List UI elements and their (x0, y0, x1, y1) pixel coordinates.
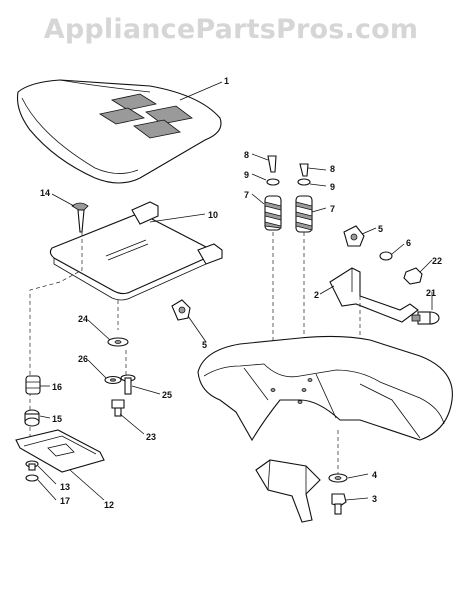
seat-cushion[interactable] (16, 79, 222, 184)
bolt-8-left[interactable] (267, 155, 277, 173)
washer-24[interactable] (107, 337, 129, 347)
callout-8-left: 8 (244, 150, 249, 160)
callout-13: 13 (60, 482, 70, 492)
callout-3: 3 (372, 494, 377, 504)
watermark-text: AppliancePartsPros.com (43, 14, 419, 45)
callout-5-right: 5 (378, 224, 383, 234)
washer-9-right[interactable] (297, 178, 311, 186)
callout-26: 26 (78, 354, 88, 364)
spacer-15[interactable] (24, 409, 40, 427)
spring-7-right[interactable] (295, 195, 313, 233)
callout-15: 15 (52, 414, 62, 424)
washer-4[interactable] (328, 473, 348, 483)
callout-9-right: 9 (330, 182, 335, 192)
adjust-knob-5-right[interactable] (343, 225, 365, 247)
callout-25: 25 (162, 390, 172, 400)
callout-9-left: 9 (244, 170, 249, 180)
callout-16: 16 (52, 382, 62, 392)
callout-1: 1 (224, 76, 229, 86)
callout-24: 24 (78, 314, 88, 324)
bolt-23[interactable] (111, 399, 125, 417)
fastener-13[interactable] (25, 460, 39, 471)
support-bracket (255, 459, 321, 523)
fender-chassis (197, 335, 453, 442)
callout-23: 23 (146, 432, 156, 442)
washer-26[interactable] (104, 375, 122, 385)
callout-21: 21 (426, 288, 436, 298)
callout-4: 4 (372, 470, 377, 480)
nut-22[interactable] (403, 267, 423, 285)
callout-2: 2 (314, 290, 319, 300)
bolt-8-right[interactable] (299, 163, 309, 177)
bolt-25[interactable] (120, 374, 136, 395)
seat-pan[interactable] (49, 201, 223, 301)
slide-rail-12[interactable] (15, 429, 105, 473)
callout-10: 10 (208, 210, 218, 220)
callout-8-right: 8 (330, 164, 335, 174)
callout-6: 6 (406, 238, 411, 248)
seat-pin-14[interactable] (71, 202, 89, 233)
callout-12: 12 (104, 500, 114, 510)
bolt-3[interactable] (331, 493, 347, 515)
washer-6[interactable] (379, 251, 393, 261)
knob-21[interactable] (411, 311, 440, 325)
callout-7-left: 7 (244, 190, 249, 200)
bumper-16[interactable] (25, 375, 41, 395)
callout-17: 17 (60, 496, 70, 506)
seat-bracket-2[interactable] (329, 267, 419, 323)
callout-7-right: 7 (330, 204, 335, 214)
callout-5-left: 5 (202, 340, 207, 350)
adjust-knob-5-left[interactable] (171, 299, 191, 321)
fastener-17[interactable] (25, 474, 39, 482)
washer-9-left[interactable] (266, 178, 280, 186)
callout-14: 14 (40, 188, 50, 198)
spring-7-left[interactable] (264, 195, 282, 231)
callout-22: 22 (432, 256, 442, 266)
